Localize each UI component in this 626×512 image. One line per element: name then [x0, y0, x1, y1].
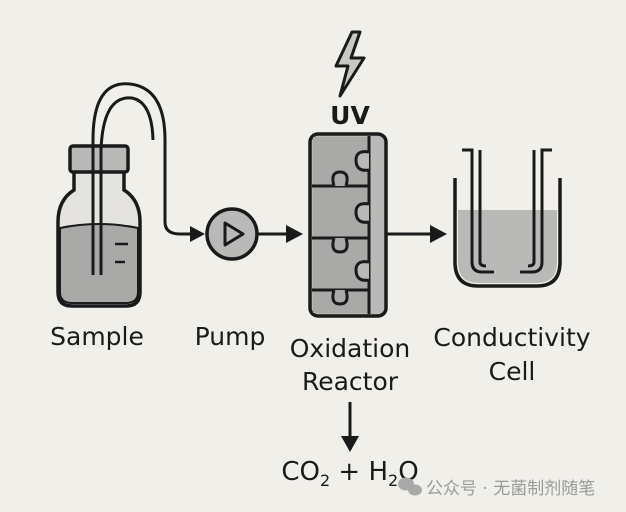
wechat-icon	[398, 477, 422, 496]
oxidation-reactor	[308, 132, 388, 318]
sample-bottle	[56, 144, 142, 308]
cell-label-line2: Cell	[489, 357, 536, 386]
pump-label: Pump	[195, 322, 266, 351]
tube	[91, 82, 190, 275]
electrode	[478, 150, 487, 268]
electrode	[520, 148, 552, 274]
watermark: 公众号 · 无菌制剂随笔	[426, 479, 595, 499]
reactor-label-line2: Reactor	[302, 367, 399, 396]
arrow-head	[190, 226, 205, 242]
bottle-cap	[68, 144, 130, 174]
uv-label: UV	[330, 101, 370, 130]
electrode	[462, 148, 494, 274]
arrow-head	[430, 225, 447, 243]
sample-label: Sample	[50, 322, 144, 351]
conductivity-cell	[453, 148, 562, 288]
product-formula: CO2 + H2O	[281, 457, 418, 490]
pump	[205, 207, 259, 261]
arrow-head	[341, 436, 359, 452]
electrode	[527, 150, 536, 268]
arrow-head	[286, 225, 303, 243]
liquid	[59, 223, 139, 304]
play-icon	[223, 221, 245, 247]
reactor-label-line1: Oxidation	[290, 334, 411, 363]
tube	[99, 96, 155, 275]
lightning-icon	[334, 30, 366, 98]
cell-label-line1: Conductivity	[433, 323, 590, 352]
